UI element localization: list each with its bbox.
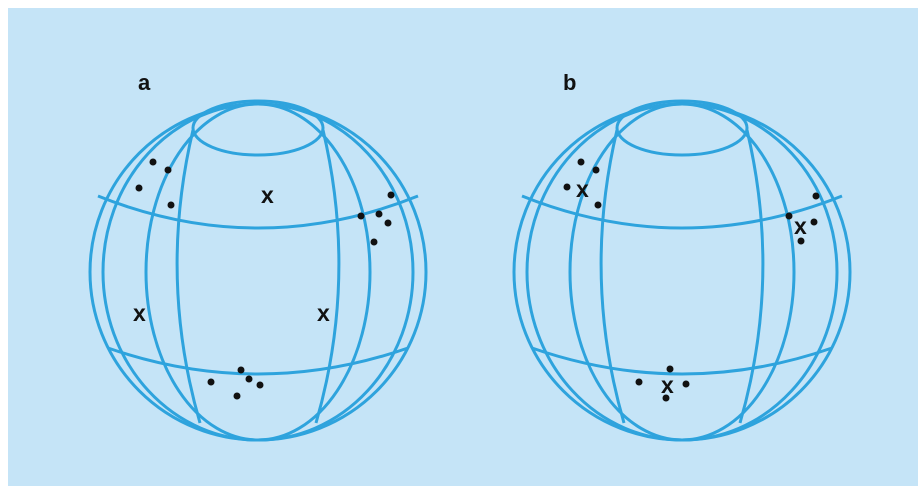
panel-label-a: a xyxy=(138,70,151,95)
x-mark: x xyxy=(317,300,330,326)
x-mark: x xyxy=(261,182,274,208)
sphere-b-x-marks: x x x xyxy=(576,176,807,398)
dot xyxy=(666,365,674,373)
dot xyxy=(149,158,157,166)
dot xyxy=(682,380,690,388)
dot xyxy=(167,201,175,209)
dot xyxy=(207,378,215,386)
dot xyxy=(256,381,264,389)
dot xyxy=(357,212,365,220)
x-mark: x xyxy=(576,176,589,202)
sphere-b-dots xyxy=(563,158,820,402)
spheres-diagram: x x x xyxy=(88,99,852,442)
dot xyxy=(812,192,820,200)
figure: a b xyxy=(8,8,918,486)
dot xyxy=(797,237,805,245)
sphere-b: x x x xyxy=(512,99,852,442)
x-mark: x xyxy=(794,213,807,239)
dot xyxy=(387,191,395,199)
dot xyxy=(164,166,172,174)
x-mark: x xyxy=(661,372,674,398)
dot xyxy=(594,201,602,209)
dot xyxy=(237,366,245,374)
x-mark: x xyxy=(133,300,146,326)
dot xyxy=(375,210,383,218)
dot xyxy=(135,184,143,192)
sphere-a-x-marks: x x x xyxy=(133,182,330,326)
panel-label-b: b xyxy=(563,70,577,95)
dot xyxy=(577,158,585,166)
dot xyxy=(592,166,600,174)
sphere-b-grid xyxy=(512,99,852,442)
dot xyxy=(785,212,793,220)
sphere-a-grid xyxy=(88,99,428,442)
dot xyxy=(662,394,670,402)
dot xyxy=(563,183,571,191)
sphere-a: x x x xyxy=(88,99,428,442)
dot xyxy=(245,375,253,383)
dot xyxy=(635,378,643,386)
dot xyxy=(370,238,378,246)
dot xyxy=(384,219,392,227)
dot xyxy=(810,218,818,226)
dot xyxy=(233,392,241,400)
sphere-a-dots xyxy=(135,158,395,400)
